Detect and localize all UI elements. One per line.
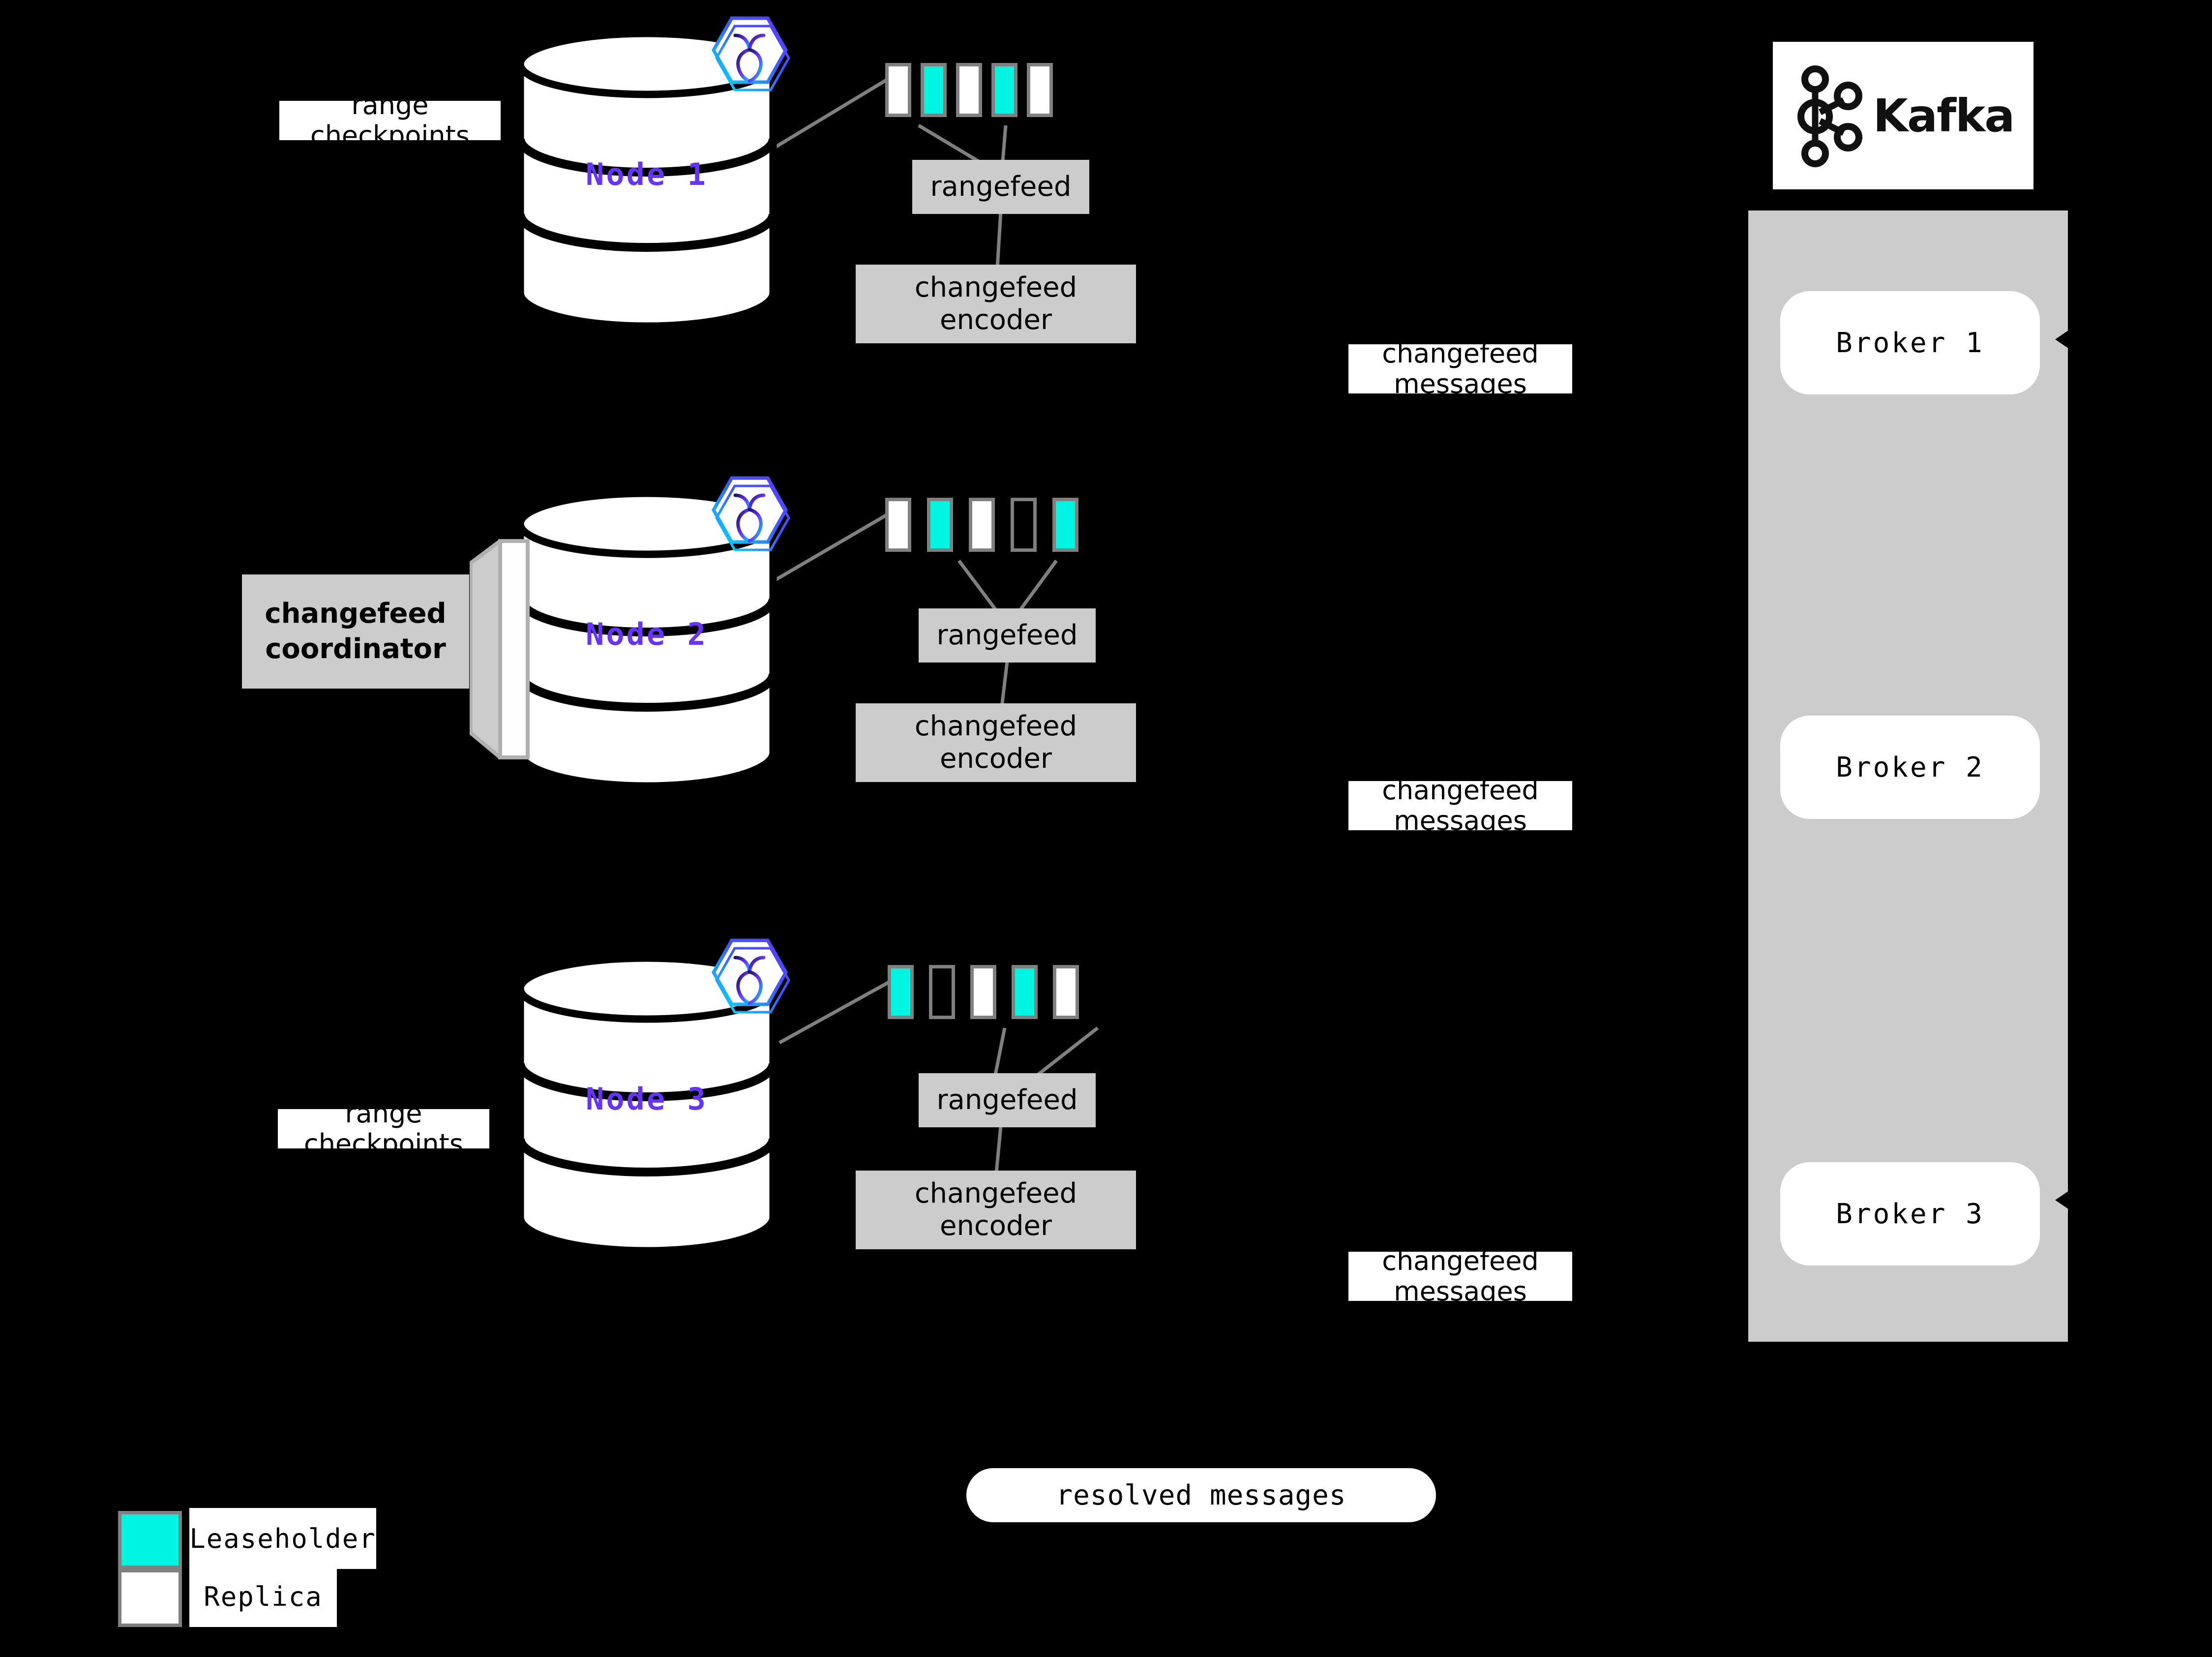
legend-swatch-leaseholder xyxy=(118,1511,182,1569)
broker-3-inbound-arrow-icon xyxy=(2055,1189,2072,1211)
cockroachdb-hexagon-icon xyxy=(707,934,793,1028)
coordinator-line-1: changefeed xyxy=(265,598,447,630)
broker-3-label: Broker 3 xyxy=(1836,1198,1984,1230)
cockroachdb-hexagon-icon xyxy=(707,12,793,106)
node-3-rangefeed-label: rangefeed xyxy=(936,1084,1078,1116)
node-3-changefeed-encoder-box[interactable]: changefeed encoder xyxy=(856,1171,1136,1249)
range-box-leaseholder[interactable] xyxy=(927,498,953,552)
node-1-rangefeed-box[interactable]: rangefeed xyxy=(912,160,1089,214)
legend-label-leaseholder: Leaseholder xyxy=(189,1508,376,1569)
range-box-leaseholder[interactable] xyxy=(1052,498,1078,552)
node-2-rangefeed-box[interactable]: rangefeed xyxy=(919,608,1096,663)
edge-label-line-1: changefeed xyxy=(1382,338,1539,369)
resolved-messages-pill[interactable]: resolved messages xyxy=(966,1468,1436,1522)
node-1-range-checkpoints-label: range checkpoints xyxy=(279,90,501,151)
node-1-cylinder: Node 1 xyxy=(516,30,777,330)
node-3-range-strip xyxy=(888,965,1163,1029)
edge-label-line-2: messages xyxy=(1394,368,1527,399)
node-2-range-strip xyxy=(885,498,1161,562)
encoder-line-2: encoder xyxy=(939,743,1052,775)
node-3-label: Node 3 xyxy=(586,1081,708,1117)
range-box-replica[interactable] xyxy=(970,965,996,1019)
legend-swatch-replica xyxy=(118,1569,182,1627)
kafka-logo-icon xyxy=(1797,65,1862,167)
broker-1-box[interactable]: Broker 1 xyxy=(1780,291,2040,394)
legend-text-leaseholder: Leaseholder xyxy=(189,1523,376,1554)
node-1-changefeed-encoder-box[interactable]: changefeed encoder xyxy=(856,265,1136,343)
legend-text-replica: Replica xyxy=(204,1581,323,1612)
encoder-line-1: changefeed xyxy=(914,1177,1077,1209)
broker-1-inbound-arrow-icon xyxy=(2055,328,2072,351)
checkpoints-line-1: range xyxy=(351,90,429,121)
range-box-replica[interactable] xyxy=(956,63,982,117)
broker-2-box[interactable]: Broker 2 xyxy=(1780,716,2040,819)
encoder-line-2: encoder xyxy=(939,304,1052,336)
node-2-label: Node 2 xyxy=(586,616,708,652)
changefeed-messages-label-2: changefeed messages xyxy=(1348,775,1572,836)
checkpoints-line-1: range xyxy=(345,1098,422,1129)
edge-label-line-1: changefeed xyxy=(1382,775,1539,806)
kafka-logo-block: Kafka xyxy=(1773,42,2033,189)
range-box-replica[interactable] xyxy=(885,498,911,552)
range-box-replica[interactable] xyxy=(1027,63,1053,117)
broker-3-box[interactable]: Broker 3 xyxy=(1780,1162,2040,1265)
node-3-rangefeed-box[interactable]: rangefeed xyxy=(919,1073,1096,1127)
range-box-leaseholder[interactable] xyxy=(888,965,914,1019)
changefeed-messages-label-1: changefeed messages xyxy=(1348,338,1572,399)
node-1-label: Node 1 xyxy=(586,156,708,192)
checkpoints-line-2: checkpoints xyxy=(304,1128,463,1159)
changefeed-coordinator-box[interactable]: changefeed coordinator xyxy=(242,574,469,689)
resolved-messages-label: resolved messages xyxy=(1056,1479,1346,1511)
changefeed-messages-label-3: changefeed messages xyxy=(1348,1246,1572,1307)
encoder-line-2: encoder xyxy=(939,1210,1052,1242)
cockroachdb-hexagon-icon xyxy=(707,472,793,566)
node-1-range-strip xyxy=(885,63,1141,127)
range-box-replica[interactable] xyxy=(885,63,911,117)
range-box-empty[interactable] xyxy=(1011,498,1037,552)
broker-1-label: Broker 1 xyxy=(1836,327,1984,359)
encoder-line-1: changefeed xyxy=(914,271,1077,303)
range-box-empty[interactable] xyxy=(929,965,955,1019)
range-box-replica[interactable] xyxy=(969,498,995,552)
node-1-rangefeed-label: rangefeed xyxy=(930,171,1072,203)
legend-label-replica: Replica xyxy=(189,1566,337,1627)
kafka-wordmark: Kafka xyxy=(1873,89,2015,142)
range-box-leaseholder[interactable] xyxy=(991,63,1017,117)
broker-2-label: Broker 2 xyxy=(1836,751,1984,783)
node-2-cylinder: Node 2 xyxy=(516,489,777,789)
checkpoints-line-2: checkpoints xyxy=(310,120,470,151)
coordinator-line-2: coordinator xyxy=(265,633,446,665)
encoder-line-1: changefeed xyxy=(914,710,1077,742)
coordinator-chevron-icon xyxy=(470,539,530,759)
node-2-changefeed-encoder-box[interactable]: changefeed encoder xyxy=(856,703,1136,782)
legend: Leaseholder Replica xyxy=(118,1508,423,1629)
edge-label-line-2: messages xyxy=(1394,1276,1527,1307)
node-2-rangefeed-label: rangefeed xyxy=(936,619,1078,651)
range-box-leaseholder[interactable] xyxy=(921,63,947,117)
edge-label-line-2: messages xyxy=(1394,805,1527,836)
range-box-leaseholder[interactable] xyxy=(1012,965,1038,1019)
range-box-replica[interactable] xyxy=(1053,965,1079,1019)
edge-label-line-1: changefeed xyxy=(1382,1245,1539,1276)
node-3-range-checkpoints-label: range checkpoints xyxy=(278,1098,489,1159)
node-3-cylinder: Node 3 xyxy=(516,954,777,1254)
